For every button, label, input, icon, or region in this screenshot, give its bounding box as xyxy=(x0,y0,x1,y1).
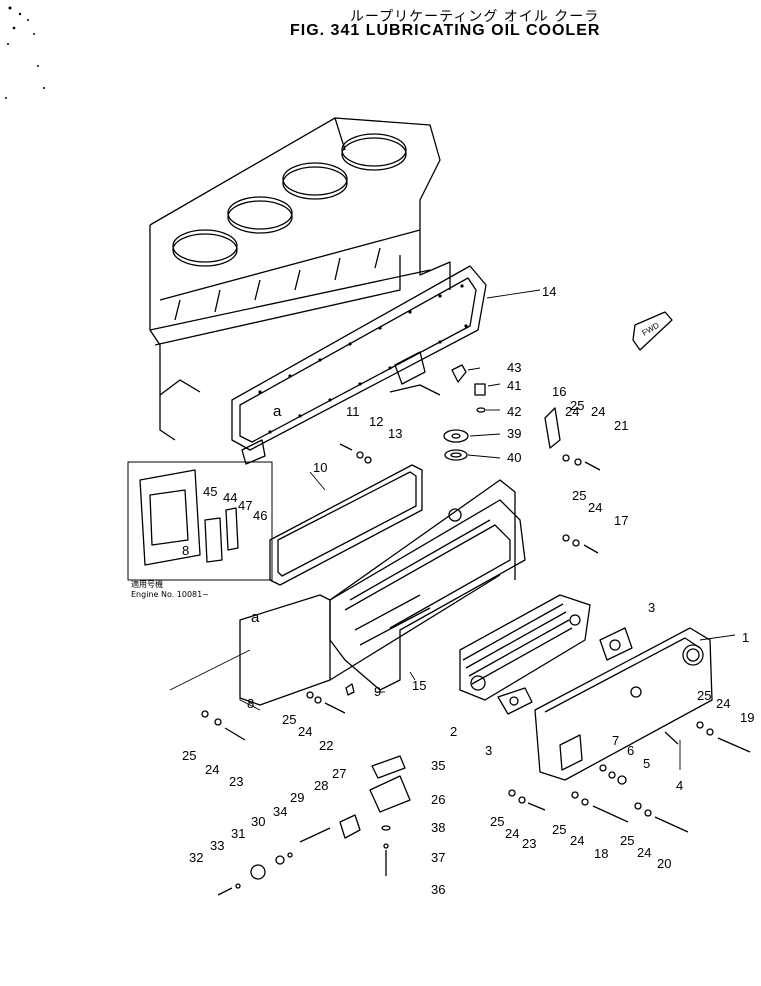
gasket-3-upper xyxy=(599,627,633,661)
callout-38: 38 xyxy=(431,820,445,835)
callout-40: 40 xyxy=(507,450,521,465)
figure-title: FIG. 341 LUBRICATING OIL COOLER xyxy=(290,22,601,39)
callout-5: 5 xyxy=(643,756,650,771)
callout-30: 30 xyxy=(251,814,265,829)
callout-43: 43 xyxy=(507,360,521,375)
callout-17: 17 xyxy=(614,513,628,528)
callout-33: 33 xyxy=(210,838,224,853)
callout-8: 8 xyxy=(182,543,189,558)
fitting-parts xyxy=(443,364,561,461)
callout-25: 25 xyxy=(282,712,296,727)
callout-24: 24 xyxy=(637,845,651,860)
callout-29: 29 xyxy=(290,790,304,805)
callout-24: 24 xyxy=(505,826,519,841)
callout-numbers: 1 2 3 3 4 5 6 7 8 8 9 10 11 12 13 14 15 … xyxy=(182,284,754,897)
callout-31: 31 xyxy=(231,826,245,841)
callout-1: 1 xyxy=(742,630,749,645)
cooler-core-2 xyxy=(459,594,591,701)
callout-35: 35 xyxy=(431,758,445,773)
callout-20: 20 xyxy=(657,856,671,871)
callout-a: a xyxy=(273,403,282,420)
callout-25: 25 xyxy=(490,814,504,829)
callout-4: 4 xyxy=(676,778,683,793)
case-8 xyxy=(239,479,516,706)
callout-28: 28 xyxy=(314,778,328,793)
inset-engine-note: 適用号機 Engine No. 10081~ xyxy=(131,580,209,600)
callout-24: 24 xyxy=(588,500,602,515)
title-japanese: ループリケーティング オイル クーラ xyxy=(350,9,600,25)
engine-block xyxy=(149,117,451,441)
callout-3: 3 xyxy=(648,600,655,615)
callout-24: 24 xyxy=(298,724,312,739)
callout-24: 24 xyxy=(570,833,584,848)
callout-3: 3 xyxy=(485,743,492,758)
inset-note-jp: 適用号機 xyxy=(131,580,163,589)
callout-32: 32 xyxy=(189,850,203,865)
callout-15: 15 xyxy=(412,678,426,693)
leader-lines xyxy=(169,289,736,770)
callout-11: 11 xyxy=(346,404,360,419)
callout-24: 24 xyxy=(205,762,219,777)
callout-8: 8 xyxy=(247,696,254,711)
bolts-washers xyxy=(201,443,751,833)
callout-26: 26 xyxy=(431,792,445,807)
callout-42: 42 xyxy=(507,404,521,419)
callout-25: 25 xyxy=(182,748,196,763)
inset-note-en: Engine No. 10081~ xyxy=(131,590,209,599)
callout-14: 14 xyxy=(542,284,556,299)
callout-44: 44 xyxy=(223,490,237,505)
gasket-10 xyxy=(269,464,423,586)
callout-24: 24 xyxy=(565,404,579,419)
callout-16: 16 xyxy=(552,384,566,399)
callout-25: 25 xyxy=(570,398,584,413)
gasket-14-holes xyxy=(258,284,468,434)
callout-45: 45 xyxy=(203,484,217,499)
callout-25: 25 xyxy=(697,688,711,703)
gasket-3-lower xyxy=(497,687,533,715)
callout-23: 23 xyxy=(229,774,243,789)
inset-box xyxy=(127,461,273,581)
plug-assembly xyxy=(217,755,411,896)
callout-9: 9 xyxy=(374,684,381,699)
callout-41: 41 xyxy=(507,378,521,393)
callout-10: 10 xyxy=(313,460,327,475)
callout-6: 6 xyxy=(627,743,634,758)
callout-47: 47 xyxy=(238,498,252,513)
callout-39: 39 xyxy=(507,426,521,441)
svg-text:FWD: FWD xyxy=(641,321,661,338)
callout-25: 25 xyxy=(572,488,586,503)
cover-15 xyxy=(329,499,526,691)
callout-25: 25 xyxy=(552,822,566,837)
gasket-14 xyxy=(231,265,487,465)
callout-36: 36 xyxy=(431,882,445,897)
callout-7: 7 xyxy=(612,733,619,748)
callout-19: 19 xyxy=(740,710,754,725)
callout-21: 21 xyxy=(614,418,628,433)
callout-23: 23 xyxy=(522,836,536,851)
fwd-arrow-icon: FWD xyxy=(632,311,673,351)
callout-27: 27 xyxy=(332,766,346,781)
callout-22: 22 xyxy=(319,738,333,753)
callout-13: 13 xyxy=(388,426,402,441)
scan-noise xyxy=(5,6,45,99)
callout-34: 34 xyxy=(273,804,287,819)
callout-2: 2 xyxy=(450,724,457,739)
callout-24: 24 xyxy=(716,696,730,711)
callout-18: 18 xyxy=(594,846,608,861)
callout-a: a xyxy=(251,609,260,626)
callout-37: 37 xyxy=(431,850,445,865)
cooler-cover-1 xyxy=(534,627,713,781)
callout-12: 12 xyxy=(369,414,383,429)
callout-24: 24 xyxy=(591,404,605,419)
callout-46: 46 xyxy=(253,508,267,523)
callout-25: 25 xyxy=(620,833,634,848)
